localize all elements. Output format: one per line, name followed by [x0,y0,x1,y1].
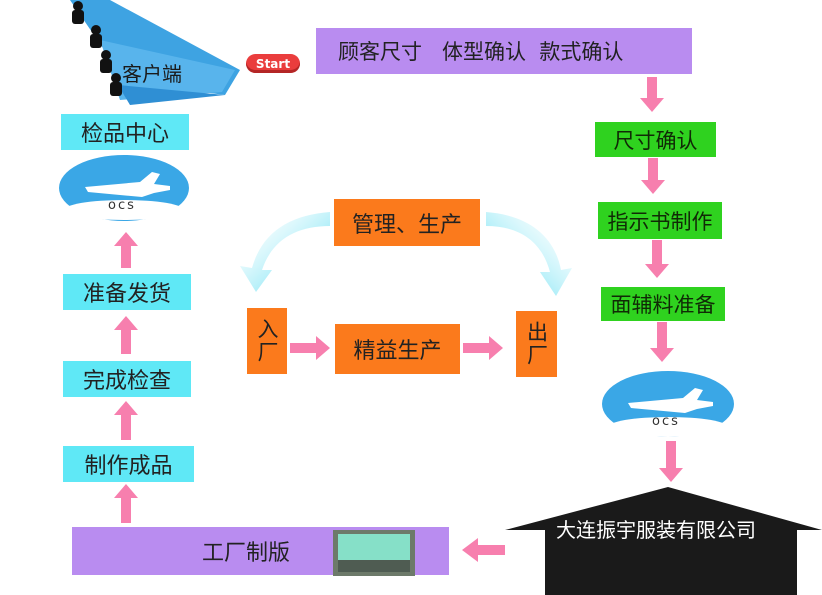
ocs-logo-right [602,371,734,437]
ocs-label-right: ocs [652,414,680,429]
prepare-shipment-box: 准备发货 [63,274,191,310]
finished-product-box: 制作成品 [63,446,194,482]
start-button[interactable]: Start [246,54,300,73]
client-label: 客户端 [122,62,182,86]
ocs-logo-left [59,155,189,221]
right-column-arrows [640,77,683,482]
company-name: 大连振宇服装有限公司 [556,518,756,542]
customer-confirmation-text: 顾客尺寸 体型确认 款式确认 [338,40,624,64]
factory-pattern-label: 工厂制版 [202,541,291,566]
ocs-label-left: ocs [108,198,136,213]
inspection-complete-box: 完成检查 [63,361,191,397]
size-confirmation-box: 尺寸确认 [595,122,716,157]
materials-prep-box: 面辅料准备 [601,287,725,321]
center-arrows [290,336,505,562]
inspection-center-box: 检品中心 [61,114,189,150]
instruction-sheet-box: 指示书制作 [598,202,722,239]
curved-arrows [240,212,572,296]
company-building [505,487,822,595]
lean-production-box: 精益生产 [335,324,460,374]
client-banner-graphic [70,0,240,105]
customer-confirmation-box: 顾客尺寸 体型确认 款式确认 [316,28,692,74]
exit-factory-box: 出厂 [516,311,557,377]
entry-factory-box: 入厂 [247,308,287,374]
left-column-arrows [114,232,138,523]
factory-pattern-box: 工厂制版 [72,527,449,575]
management-production-box: 管理、生产 [334,199,480,246]
factory-photo [333,530,415,576]
